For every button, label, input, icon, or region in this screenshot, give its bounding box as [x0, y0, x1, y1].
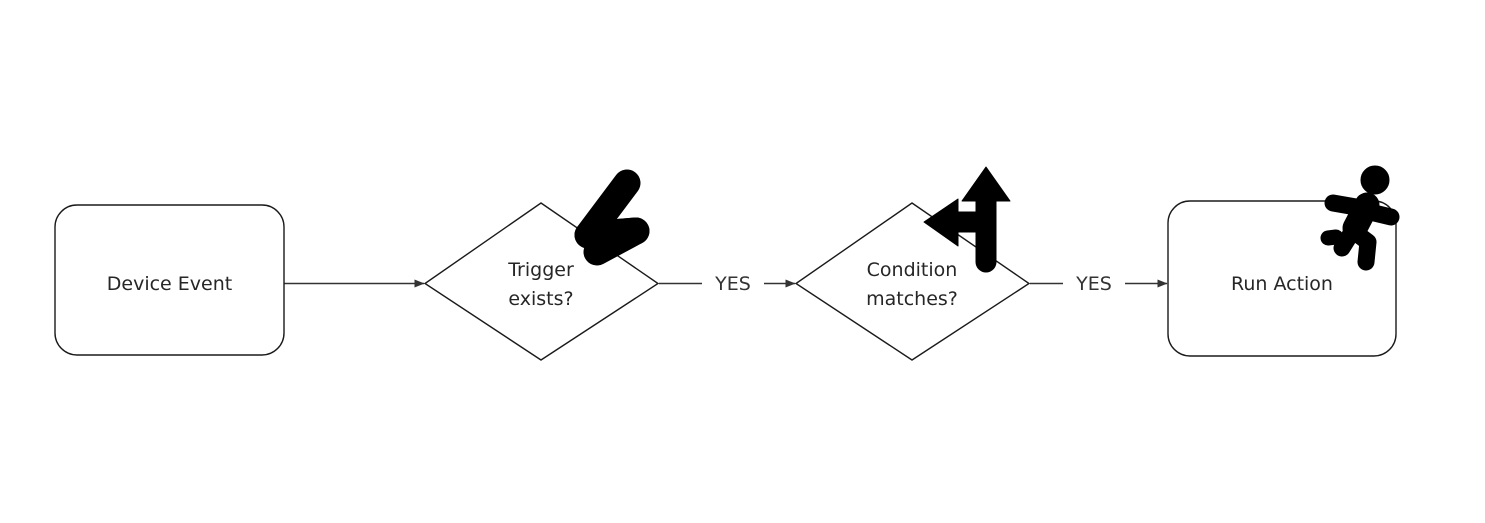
branch-arrow-icon: [923, 166, 1011, 273]
running-person-icon: [1320, 165, 1400, 271]
lightning-bolt-icon: [574, 169, 650, 266]
edge-label-yes-2: YES: [1075, 273, 1112, 295]
edge-trigger-to-condition: YES: [659, 273, 796, 295]
condition-matches-label-line2: matches?: [866, 288, 958, 310]
node-device-event[interactable]: Device Event: [54, 204, 285, 356]
edge-condition-to-run-action: YES: [1030, 273, 1168, 295]
node-condition-matches[interactable]: Condition matches?: [794, 202, 1031, 361]
edge-label-yes-1: YES: [714, 273, 751, 295]
node-trigger-exists[interactable]: Trigger exists?: [423, 202, 660, 361]
trigger-exists-label-line2: exists?: [508, 288, 573, 310]
condition-matches-label-line1: Condition: [867, 259, 958, 281]
trigger-exists-label-line1: Trigger: [507, 259, 574, 281]
run-action-label: Run Action: [1231, 273, 1333, 295]
trigger-exists-shape[interactable]: [423, 202, 660, 361]
device-event-shape[interactable]: [54, 204, 285, 356]
device-event-label: Device Event: [107, 273, 232, 295]
